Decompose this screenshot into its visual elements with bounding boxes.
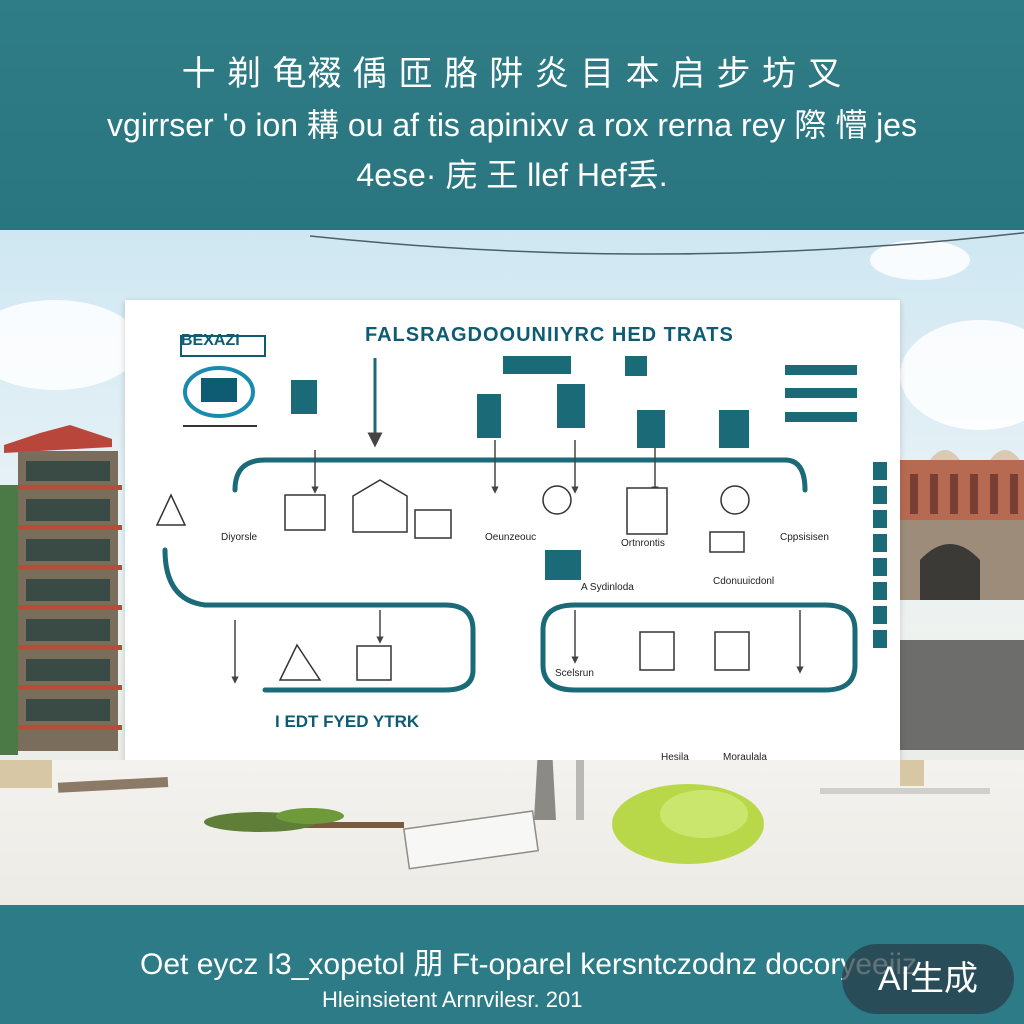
label-1: Diyorsle	[221, 532, 258, 543]
top-left-logo-text: BEXAZI	[181, 332, 240, 349]
label-9: Moraulala	[723, 752, 767, 763]
label-6: Cppsisisen	[780, 532, 829, 543]
cloud	[900, 320, 1024, 430]
scene-photo: FALSRAGDOOUNIIYRC HED TRATS BEXAZI	[0, 230, 1024, 910]
banner-title-line-1: 十 剃 龟裰 偊 匝 胳 阱 炎 目 本 启 步 坊 叉	[181, 55, 843, 93]
label-5: Cdonuuicdonl	[713, 576, 775, 587]
diagram-bottom-label: I EDT FYED YTRK	[275, 712, 420, 731]
ai-generated-badge: AI生成	[842, 944, 1014, 1014]
banner-title-line-2: vgirrser 'o ion 耩 ou af tis apinixv a ro…	[107, 107, 917, 143]
bottom-banner: Oet eycz I3_xopetol 朋 Ft-oparel kersntcz…	[0, 905, 1024, 1024]
footer-line-2: Hleinsietent Arnrvilesr. 201	[322, 987, 583, 1012]
flow-diagram	[155, 356, 858, 693]
right-building	[900, 450, 1024, 600]
rooftop-ground	[900, 640, 1024, 750]
left-building	[0, 425, 122, 755]
diagram-title: FALSRAGDOOUNIIYRC HED TRATS	[365, 324, 734, 346]
label-4: A Sydinloda	[581, 582, 634, 593]
banner-title-line-3: 4ese· 庑 王 llef Hef丢.	[356, 157, 668, 193]
label-2: Oeunzeouc	[485, 532, 537, 543]
label-3: Ortnrontis	[621, 538, 665, 549]
top-banner: 十 剃 龟裰 偊 匝 胳 阱 炎 目 本 启 步 坊 叉 vgirrser 'o…	[0, 0, 1024, 230]
flow-diagram-board: FALSRAGDOOUNIIYRC HED TRATS BEXAZI	[125, 300, 900, 770]
cloud	[870, 240, 970, 280]
overhead-wire	[310, 231, 1024, 255]
label-7: Scelsrun	[555, 668, 594, 679]
footer-line-1: Oet eycz I3_xopetol 朋 Ft-oparel kersntcz…	[140, 948, 918, 981]
desk-surface	[0, 746, 1024, 910]
label-8: Hesila	[661, 752, 689, 763]
top-left-logo	[180, 335, 266, 427]
desk-objects	[0, 746, 990, 870]
cloud	[0, 300, 140, 390]
right-text-strip	[873, 462, 887, 682]
